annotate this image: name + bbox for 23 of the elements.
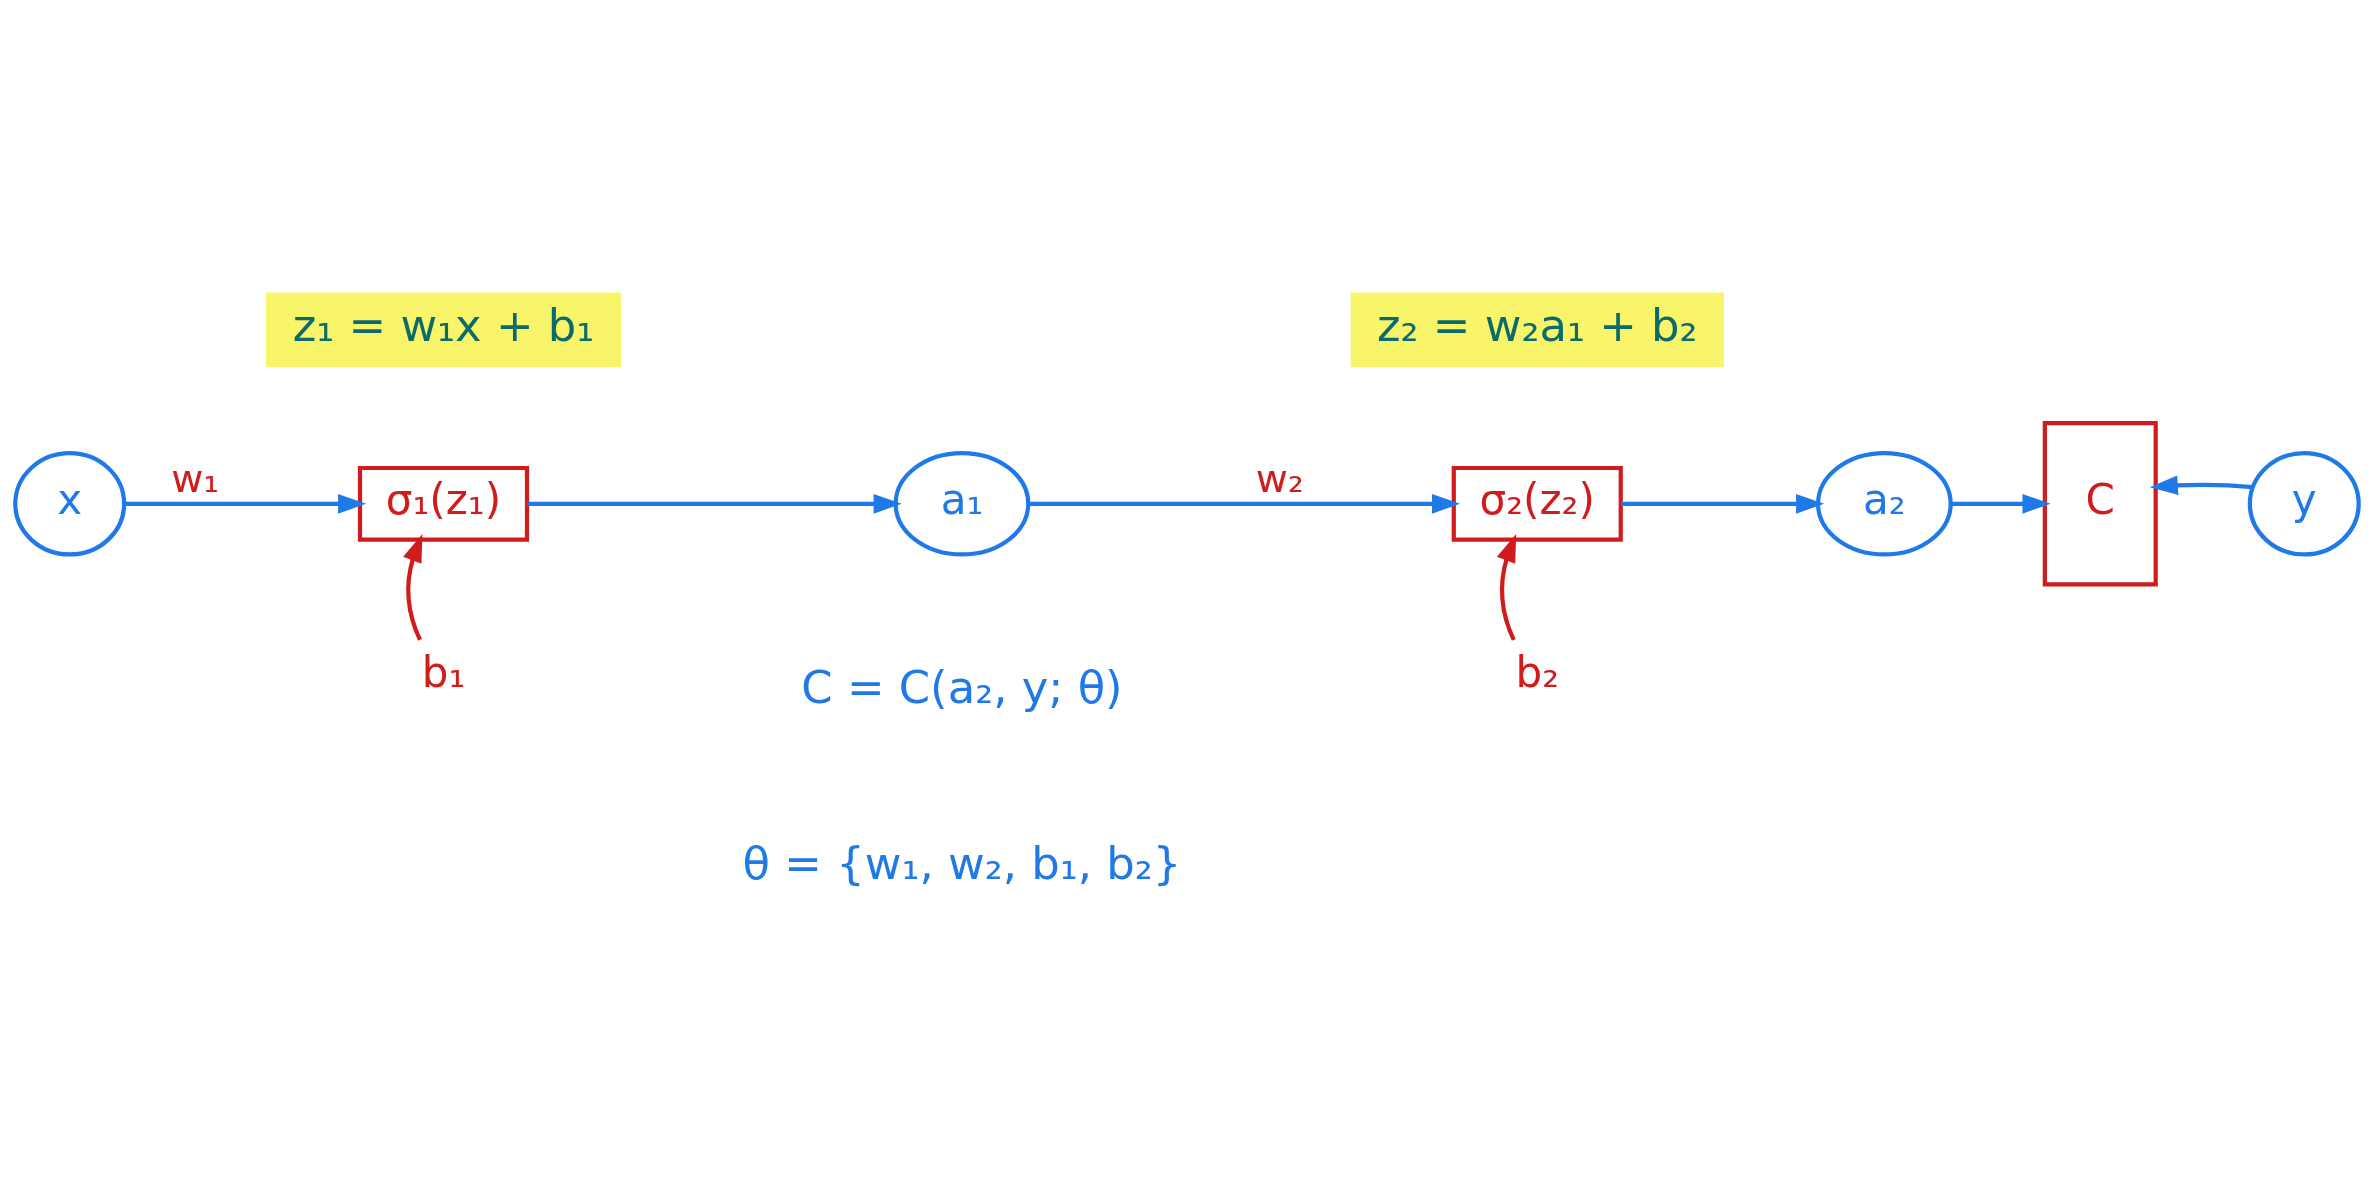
- node-ellipse: a₂: [1815, 450, 1953, 557]
- node-box: σ₂(z₂): [1451, 465, 1623, 542]
- arrow: [124, 493, 367, 514]
- edge-label: w₁: [171, 455, 220, 501]
- node-circle: y: [2247, 450, 2361, 557]
- edge-label: w₂: [1255, 455, 1304, 501]
- node-box: C: [2042, 420, 2158, 587]
- node-text: b₂: [1515, 647, 1560, 697]
- arrow: [1621, 493, 1825, 514]
- label: C = C(a₂, y; θ): [801, 660, 1123, 714]
- label: θ = {w₁, w₂, b₁, b₂}: [742, 836, 1182, 890]
- arrow: [403, 533, 423, 641]
- arrow: [1950, 493, 2051, 514]
- arrow: [2149, 475, 2253, 495]
- arrow: [527, 493, 902, 514]
- label: z₁ = w₁x + b₁: [292, 298, 595, 352]
- node-text: b₁: [421, 647, 466, 697]
- node-circle: x: [13, 450, 127, 557]
- arrow: [1496, 533, 1517, 641]
- arrow: [1028, 493, 1461, 514]
- node-box: σ₁(z₁): [357, 465, 530, 542]
- label: z₂ = w₂a₁ + b₂: [1376, 298, 1698, 352]
- node-ellipse: a₁: [893, 450, 1031, 557]
